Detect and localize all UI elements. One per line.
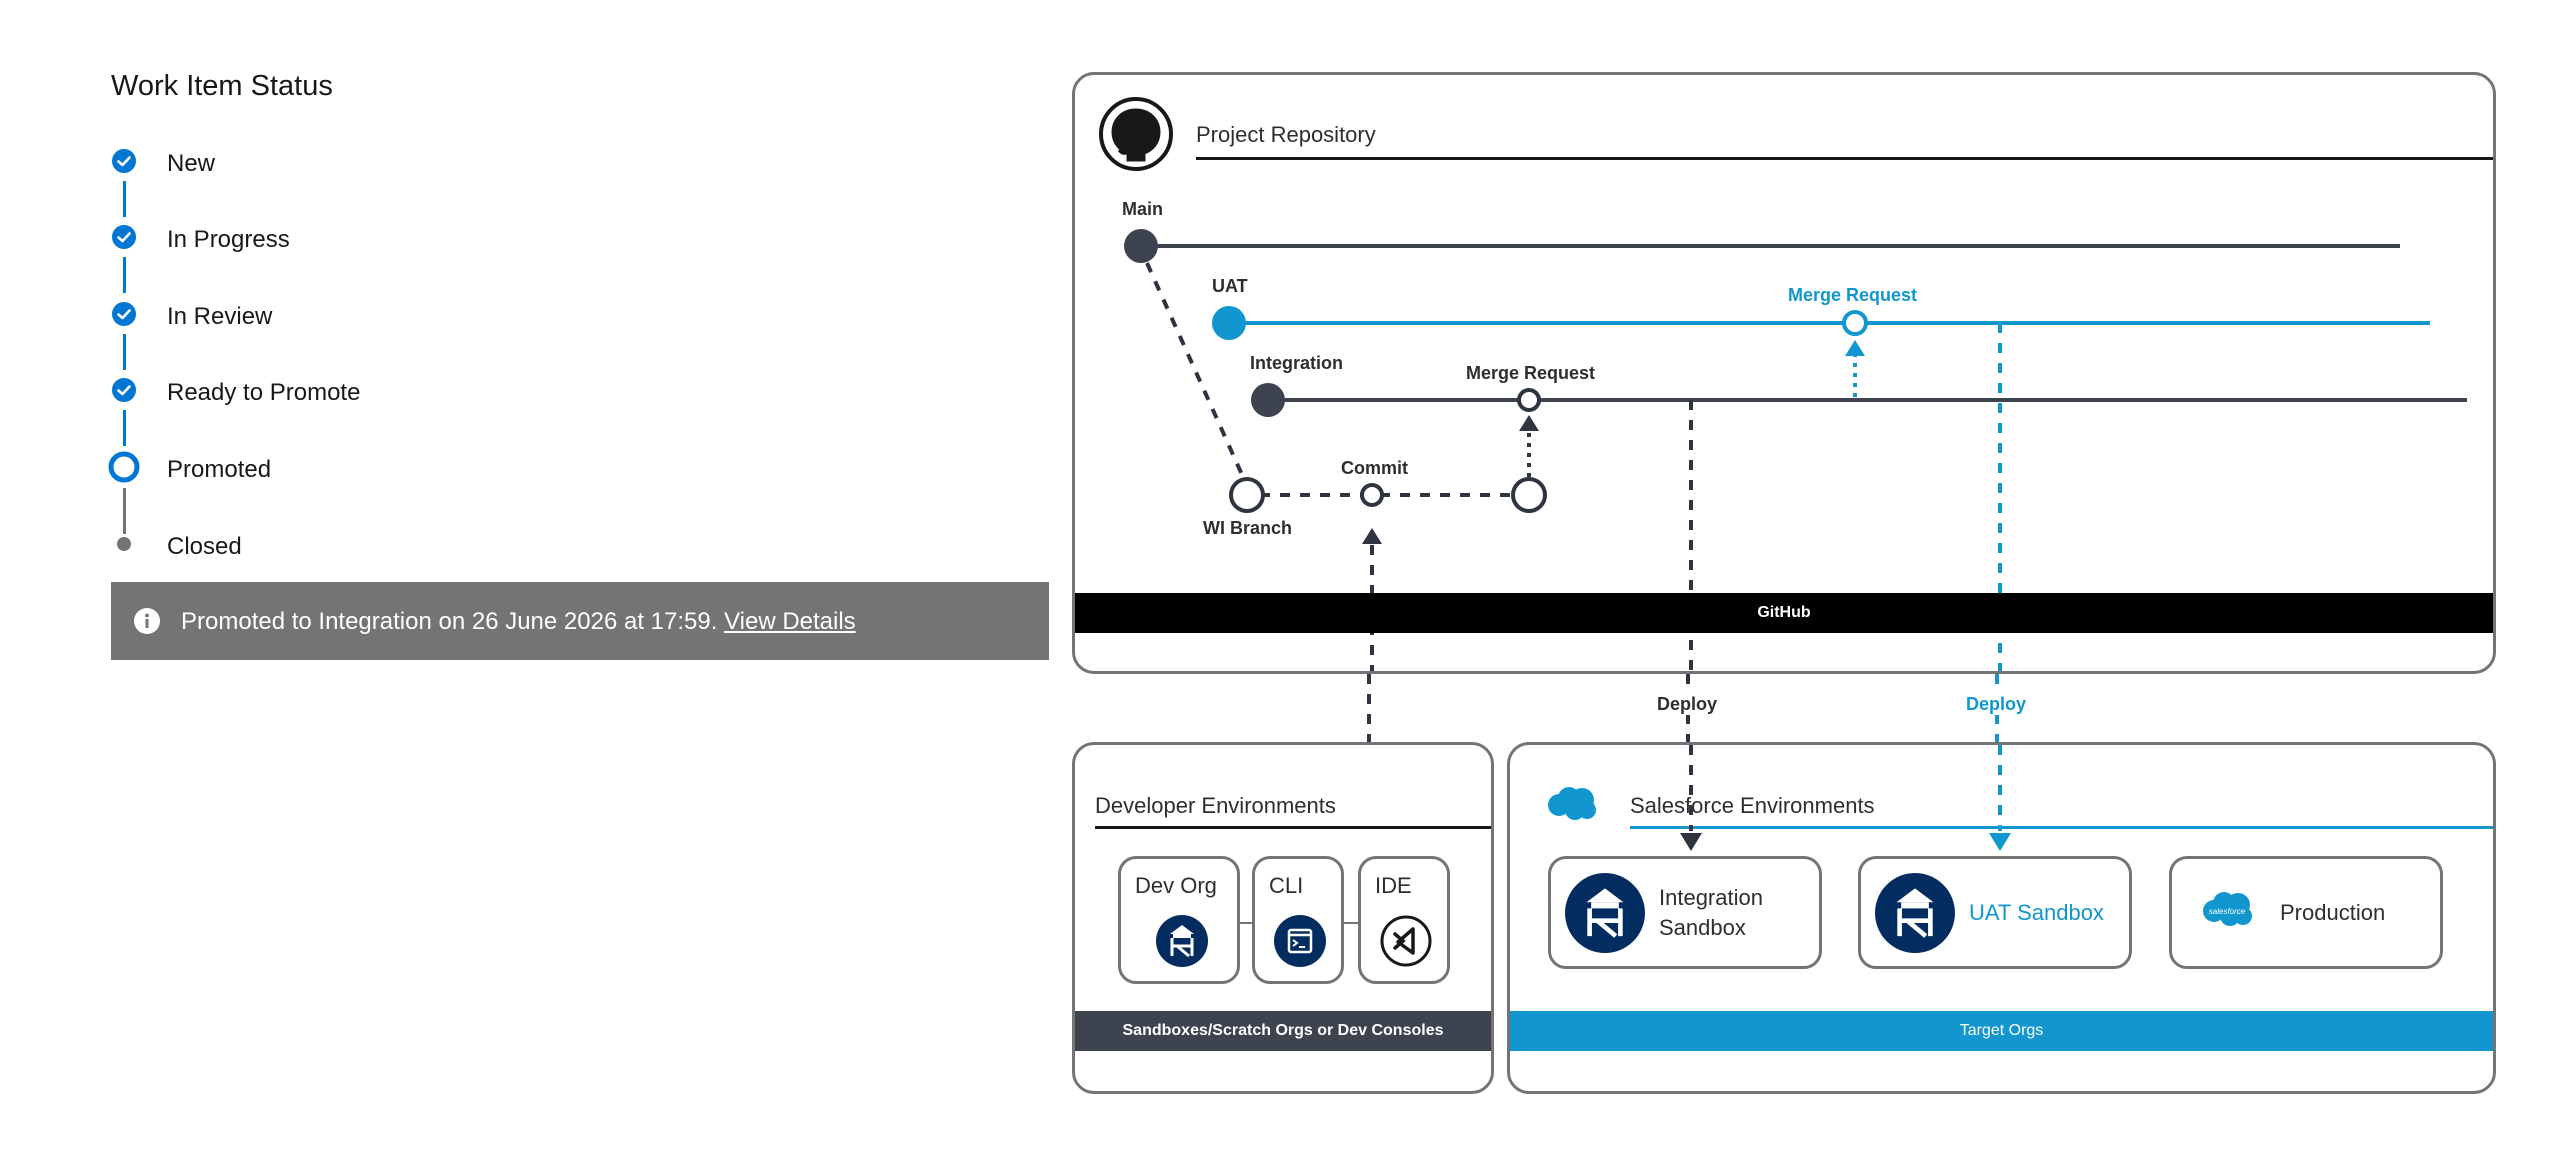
integration-sandbox-label-line2: Sandbox: [1659, 915, 1746, 940]
status-connector: [123, 334, 126, 370]
commit-node: [1360, 483, 1384, 507]
check-icon: [112, 149, 136, 173]
deploy-integration-arrow: [1680, 833, 1702, 851]
sandbox-icon: [1565, 873, 1645, 953]
check-icon: [112, 378, 136, 402]
toast-message: Promoted to Integration on 26 June 2026 …: [181, 608, 718, 635]
merge-request-uat-arrow: [1845, 340, 1865, 356]
salesforce-environments-rule: [1630, 826, 2493, 829]
deploy-uat-arrow: [1989, 833, 2011, 851]
dev-org-card[interactable]: Dev Org: [1118, 856, 1240, 984]
status-step-label: In Review: [167, 303, 273, 330]
production-card[interactable]: salesforce Production: [2169, 856, 2443, 969]
status-step-label: Closed: [167, 533, 242, 560]
check-icon: [112, 302, 136, 326]
integration-sandbox-label-line1: Integration: [1659, 885, 1763, 910]
uat-branch-node: [1212, 306, 1246, 340]
github-band: GitHub: [1075, 593, 2493, 633]
status-connector: [123, 410, 126, 446]
integration-branch-node: [1251, 383, 1285, 417]
merge-request-uat-node: [1842, 310, 1868, 336]
status-connector: [123, 257, 126, 293]
github-octocat-icon: [1099, 97, 1173, 171]
vscode-icon: [1380, 915, 1432, 967]
merge-request-integration-node: [1517, 388, 1541, 412]
incomplete-dot-icon: [117, 537, 131, 551]
branch-graph: [1124, 229, 2467, 671]
status-step-label: New: [167, 150, 216, 177]
salesforce-cloud-icon: [1548, 787, 1596, 820]
developer-environments-panel: Developer Environments Dev Org CLI IDE: [1072, 742, 1494, 1094]
status-connector: [123, 181, 126, 217]
deploy-integration-label: Deploy: [1655, 694, 1720, 715]
status-connector: [123, 488, 126, 534]
deploy-uat-label: Deploy: [1964, 694, 2029, 715]
merge-request-integration-label: Merge Request: [1466, 363, 1596, 383]
repository-title: Project Repository: [1196, 122, 1376, 147]
cli-card[interactable]: CLI: [1252, 856, 1344, 984]
cli-label: CLI: [1269, 873, 1304, 898]
repository-title-rule: [1196, 157, 2493, 160]
promotion-toast: Promoted to Integration on 26 June 2026 …: [111, 582, 1049, 660]
uat-sandbox-label: UAT Sandbox: [1969, 900, 2104, 925]
wi-branch-label: WI Branch: [1203, 518, 1293, 538]
sandboxes-band: Sandboxes/Scratch Orgs or Dev Consoles: [1075, 1011, 1491, 1051]
merge-request-integration-arrow: [1519, 415, 1539, 431]
deploy-arrows: [1680, 745, 2011, 851]
status-title: Work Item Status: [111, 70, 333, 102]
wi-branch-node: [1229, 477, 1265, 513]
commit-label: Commit: [1341, 458, 1408, 478]
terminal-icon: [1274, 915, 1326, 967]
commit-arrow: [1362, 528, 1382, 544]
integration-branch-label: Integration: [1250, 353, 1343, 373]
status-step-label: Promoted: [167, 456, 272, 483]
salesforce-environments-panel: Salesforce Environments Integration Sand…: [1507, 742, 2496, 1094]
sandbox-icon: [1875, 873, 1955, 953]
ide-label: IDE: [1375, 873, 1412, 898]
wi-branch-head-node: [1511, 477, 1547, 513]
toast-message-line: Promoted to Integration on 26 June 2026 …: [181, 608, 856, 636]
sandbox-icon: [1156, 915, 1208, 967]
status-step-label: Ready to Promote: [167, 379, 361, 406]
salesforce-logo-text: salesforce: [2209, 907, 2246, 916]
developer-environments-title: Developer Environments: [1095, 793, 1336, 818]
check-icon: [112, 225, 136, 249]
info-icon: [134, 608, 160, 634]
project-repository-panel: Project Repository Main UAT In: [1072, 72, 2496, 674]
uat-sandbox-card[interactable]: UAT Sandbox: [1858, 856, 2132, 969]
ide-card[interactable]: IDE: [1358, 856, 1450, 984]
uat-branch-label: UAT: [1212, 276, 1248, 296]
merge-request-uat-label: Merge Request: [1788, 285, 1918, 305]
current-step-icon: [108, 451, 140, 483]
status-step-label: In Progress: [167, 226, 290, 253]
view-details-link[interactable]: View Details: [724, 608, 856, 635]
production-label: Production: [2280, 900, 2386, 925]
main-branch-node: [1124, 229, 1158, 263]
main-branch-label: Main: [1122, 199, 1164, 219]
salesforce-environments-title: Salesforce Environments: [1630, 793, 1875, 818]
integration-sandbox-card[interactable]: Integration Sandbox: [1548, 856, 1822, 969]
salesforce-logo-icon: salesforce: [2203, 892, 2252, 926]
dev-org-label: Dev Org: [1135, 873, 1217, 898]
developer-environments-rule: [1095, 826, 1491, 829]
target-orgs-band: Target Orgs: [1510, 1011, 2493, 1051]
